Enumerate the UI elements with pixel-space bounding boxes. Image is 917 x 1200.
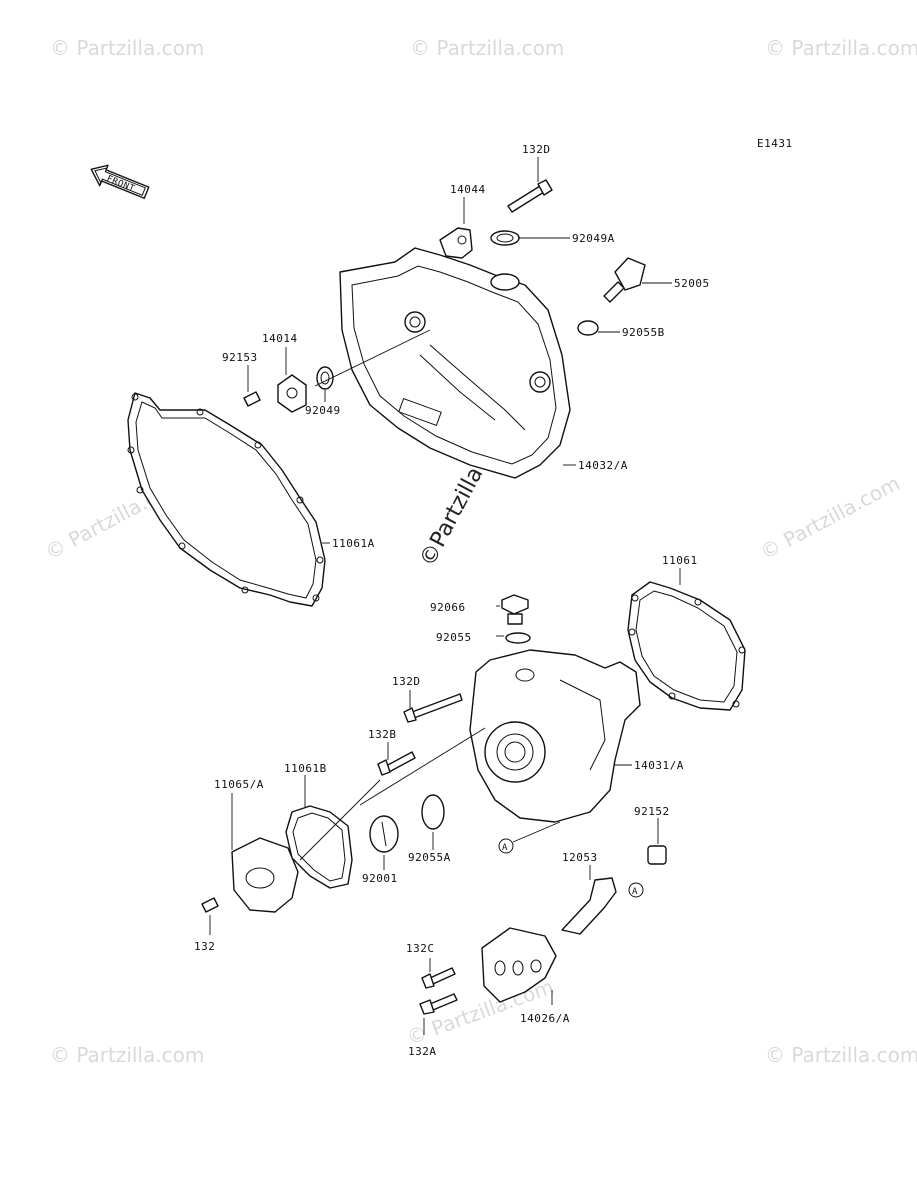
plug-92066: [501, 594, 529, 625]
label-14026A: 14026/A: [520, 1012, 570, 1025]
diagram-code: E1431: [757, 137, 793, 150]
bolt-132D-top: [507, 179, 553, 213]
lever-12053: [561, 877, 617, 935]
label-132C: 132C: [406, 942, 435, 955]
label-11061B: 11061B: [284, 762, 327, 775]
plug-92001: [369, 815, 399, 853]
label-14032A: 14032/A: [578, 459, 628, 472]
callout-a-2-text: A: [632, 887, 638, 897]
label-92049A: 92049A: [572, 232, 615, 245]
watermark-tl: © Partzilla.com: [50, 36, 204, 60]
part-labels: 132D 14044 92049A 52005 92055B 14014 921…: [194, 143, 710, 1058]
bolt-132C: [421, 967, 456, 989]
label-92049: 92049: [305, 404, 341, 417]
oring-92055B: [577, 320, 599, 336]
label-11065A: 11065/A: [214, 778, 264, 791]
front-arrow-icon: FRONT: [90, 164, 150, 199]
label-11061A: 11061A: [332, 537, 375, 550]
watermark-br: © Partzilla.com: [765, 1043, 917, 1067]
plate-14014: [277, 374, 307, 413]
gasket-11061B: [285, 805, 353, 889]
seal-92049A: [490, 230, 520, 246]
watermark-bl: © Partzilla.com: [50, 1043, 204, 1067]
watermark-mr: © Partzilla.com: [756, 471, 904, 565]
label-92066: 92066: [430, 601, 466, 614]
callout-a-2: A: [628, 882, 644, 898]
label-92055: 92055: [436, 631, 472, 644]
bolt-132: [201, 897, 219, 913]
label-12053: 12053: [562, 851, 598, 864]
oring-92055: [505, 632, 531, 644]
bolt-92153: [243, 391, 261, 407]
label-132B: 132B: [368, 728, 397, 741]
label-92001: 92001: [362, 872, 398, 885]
crankcase-cover-14032A: [339, 247, 571, 479]
callout-a-1: A: [498, 838, 514, 854]
callout-a-1-text: A: [502, 843, 508, 853]
label-132: 132: [194, 940, 215, 953]
label-132A: 132A: [408, 1045, 437, 1058]
gasket-11061: [627, 581, 746, 711]
cover-14026A: [481, 927, 557, 1003]
generator-cover-14031A: [469, 649, 641, 823]
watermark-tc: © Partzilla.com: [410, 36, 564, 60]
label-52005: 52005: [674, 277, 710, 290]
label-132D-top: 132D: [522, 143, 551, 156]
label-11061: 11061: [662, 554, 698, 567]
bolt-132A: [419, 993, 458, 1015]
oring-92055A: [421, 794, 445, 830]
watermark-tr: © Partzilla.com: [765, 36, 917, 60]
label-92152: 92152: [634, 805, 670, 818]
leader-lines: [209, 157, 681, 1035]
bolt-132B: [377, 751, 416, 776]
bolt-132D-mid: [403, 693, 463, 723]
label-92153: 92153: [222, 351, 258, 364]
label-14014: 14014: [262, 332, 298, 345]
label-132D-mid: 132D: [392, 675, 421, 688]
cover-11065A: [231, 837, 299, 913]
collar-92152: [647, 845, 667, 865]
bracket-14044: [439, 227, 473, 259]
cap-52005: [603, 257, 646, 303]
label-92055A: 92055A: [408, 851, 451, 864]
label-92055B: 92055B: [622, 326, 665, 339]
label-14044: 14044: [450, 183, 486, 196]
label-14031A: 14031/A: [634, 759, 684, 772]
gasket-11061A: [127, 392, 326, 607]
